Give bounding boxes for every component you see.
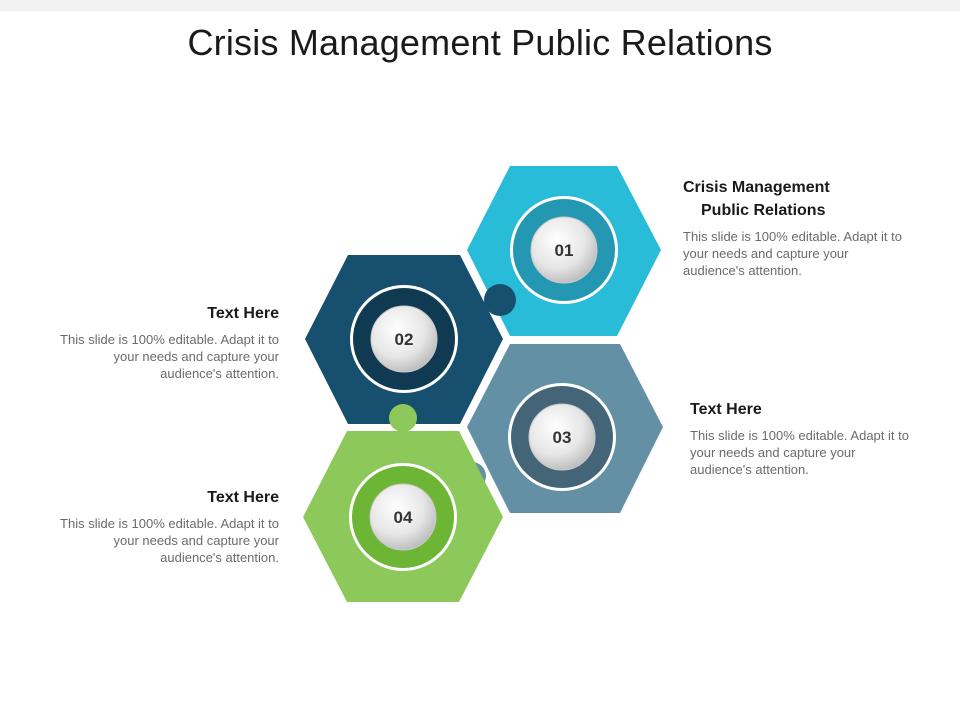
hexagon-03: 03: [458, 344, 663, 513]
block-02-heading: Text Here: [207, 305, 279, 322]
text-block-02: Text Here This slide is 100% editable. A…: [50, 302, 279, 382]
number-02: 02: [395, 330, 414, 349]
slide-title: Crisis Management Public Relations: [187, 22, 773, 63]
block-01-heading: Crisis Management Public Relations: [683, 176, 908, 222]
block-01-heading-line2: Public Relations: [701, 202, 826, 219]
number-ball-01: [530, 216, 598, 284]
block-01-heading-line1: Crisis Management: [683, 179, 830, 196]
block-03-heading: Text Here: [690, 401, 762, 418]
number-03: 03: [553, 428, 572, 447]
number-ball-02: [370, 305, 438, 373]
puzzle-tab-04-02: [389, 404, 417, 432]
text-block-03: Text Here This slide is 100% editable. A…: [690, 398, 915, 478]
number-04: 04: [394, 508, 413, 527]
block-04-body: This slide is 100% editable. Adapt it to…: [60, 516, 279, 565]
number-ball-03: [528, 403, 596, 471]
hexagon-04: 04: [303, 404, 503, 602]
block-01-body: This slide is 100% editable. Adapt it to…: [683, 229, 902, 278]
block-03-body: This slide is 100% editable. Adapt it to…: [690, 428, 909, 477]
text-block-01: Crisis Management Public Relations This …: [683, 176, 908, 279]
number-01: 01: [555, 241, 574, 260]
text-block-04: Text Here This slide is 100% editable. A…: [50, 486, 279, 566]
block-04-heading: Text Here: [207, 489, 279, 506]
block-02-body: This slide is 100% editable. Adapt it to…: [60, 332, 279, 381]
hexagon-02: 02: [305, 255, 516, 424]
top-strip: [0, 0, 960, 11]
puzzle-tab-02-01: [484, 284, 516, 316]
number-ball-04: [369, 483, 437, 551]
